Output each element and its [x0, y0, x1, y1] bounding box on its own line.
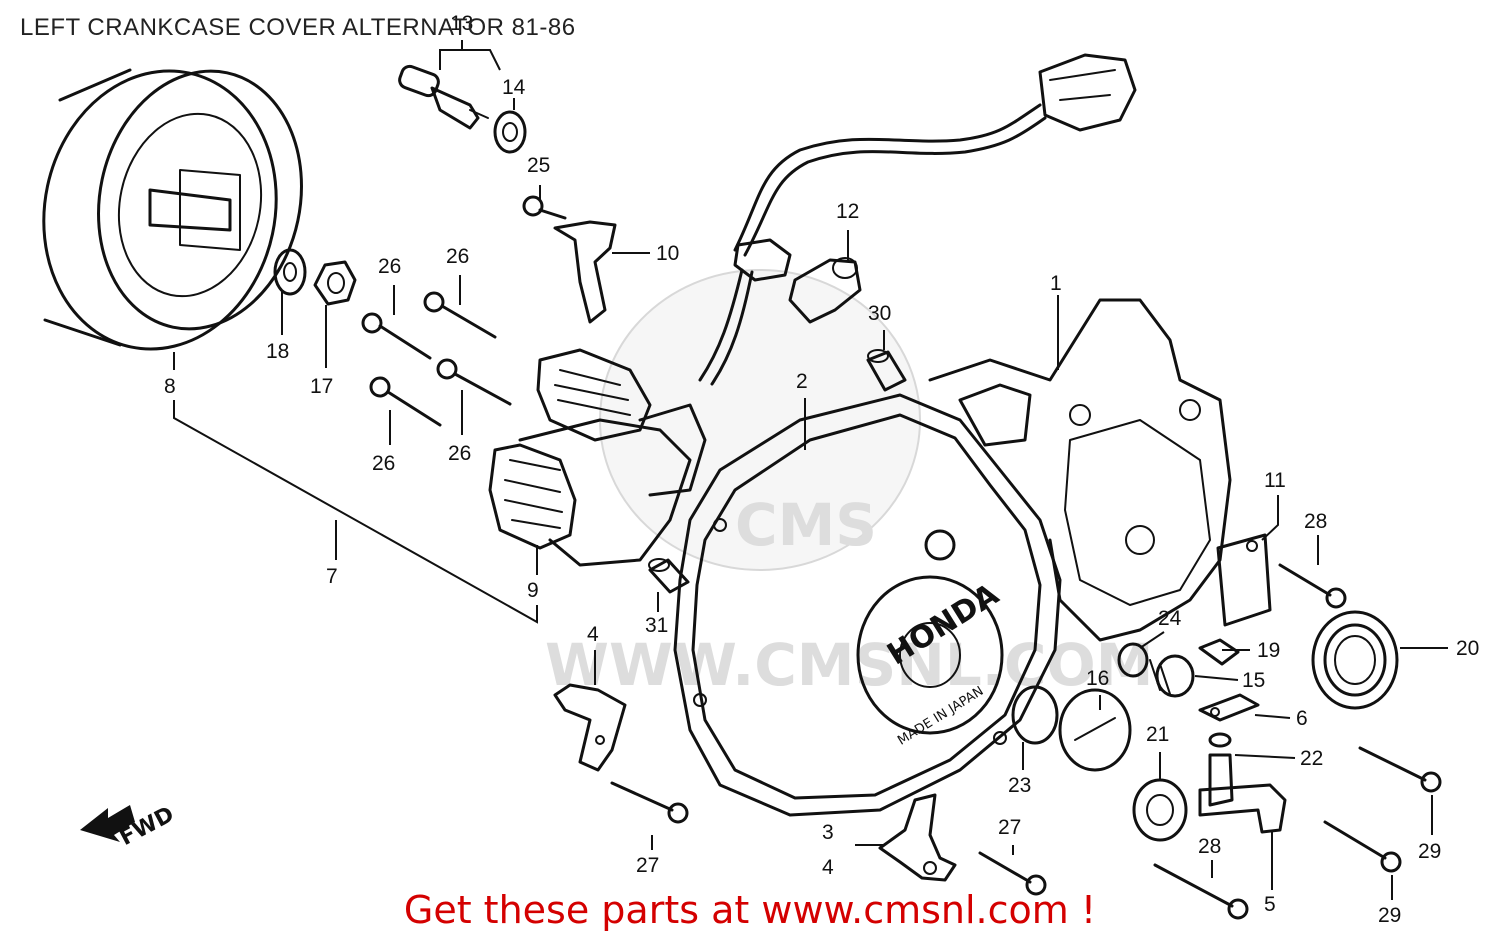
callout-7: 7: [326, 565, 338, 588]
callout-26d: 26: [448, 442, 471, 465]
dowel-pin-30: [866, 349, 907, 392]
callout-24: 24: [1158, 607, 1182, 630]
shaft-5: [1198, 753, 1287, 834]
washer: [273, 248, 307, 296]
neutral-switch: [398, 64, 489, 130]
plug-15: [1149, 654, 1195, 698]
wire-harness: [698, 53, 1137, 386]
callout-20: 20: [1456, 637, 1479, 660]
callout-4b: 4: [822, 856, 834, 879]
spring-22: [1208, 732, 1232, 748]
callout-23: 23: [1008, 774, 1031, 797]
screw-25: [522, 195, 567, 220]
o-ring-23: [1011, 685, 1059, 745]
dowel-pin-31: [648, 558, 690, 594]
fwd-arrow-icon: FWD: [80, 802, 178, 851]
callout-30: 30: [868, 302, 891, 325]
callout-27a: 27: [636, 854, 659, 877]
callout-14: 14: [502, 76, 526, 99]
callout-28b: 28: [1198, 835, 1221, 858]
wire-clamp: [553, 220, 617, 324]
oil-seal-small: [493, 110, 527, 154]
callout-26a: 26: [378, 255, 401, 278]
bearing-21: [1132, 778, 1188, 842]
callout-22: 22: [1300, 747, 1323, 770]
bolts-26: [361, 291, 512, 427]
grommet: [788, 257, 862, 324]
callout-17: 17: [310, 375, 333, 398]
callout-28a: 28: [1304, 510, 1327, 533]
leader-lines: [173, 40, 1448, 900]
callout-9: 9: [527, 579, 539, 602]
callout-21: 21: [1146, 723, 1169, 746]
gasket-plate: [1216, 533, 1272, 627]
callout-numbers: 8 7 9 18 17 13 14 25 10 12 30 1 2 26 26 …: [164, 12, 1479, 927]
callout-6: 6: [1296, 707, 1308, 730]
callout-25: 25: [527, 154, 550, 177]
oil-seal-20: [1311, 610, 1399, 710]
callout-15: 15: [1242, 669, 1265, 692]
callout-26c: 26: [372, 452, 395, 475]
callout-8: 8: [164, 375, 176, 398]
callout-19: 19: [1257, 639, 1280, 662]
callout-4a: 4: [587, 623, 599, 646]
callout-2: 2: [796, 370, 808, 393]
diagram-title: LEFT CRANKCASE COVER ALTERNATOR 81-86: [20, 14, 576, 41]
callout-26b: 26: [446, 245, 469, 268]
cta-link[interactable]: Get these parts at www.cmsnl.com !: [403, 888, 1097, 932]
watermark: CMS WWW.CMSNL.COM: [545, 269, 1153, 699]
flywheel-rotor: [42, 68, 303, 351]
callout-1: 1: [1050, 272, 1062, 295]
callout-29a: 29: [1418, 840, 1441, 863]
callout-16: 16: [1086, 667, 1109, 690]
callout-29b: 29: [1378, 904, 1401, 927]
cap-16: [1058, 688, 1132, 772]
callout-31: 31: [645, 614, 668, 637]
bolts-28: [1153, 563, 1347, 920]
callout-11: 11: [1264, 469, 1286, 492]
bracket-3: [878, 793, 957, 882]
callout-18: 18: [266, 340, 289, 363]
clip-19: [1198, 638, 1240, 666]
watermark-logo: CMS: [735, 491, 877, 559]
arm-6: [1198, 693, 1260, 722]
stator: [488, 348, 707, 567]
callout-12: 12: [836, 200, 859, 223]
callout-3: 3: [822, 821, 834, 844]
watermark-url: WWW.CMSNL.COM: [545, 631, 1153, 699]
callout-27b: 27: [998, 816, 1021, 839]
bracket-4: [553, 683, 627, 772]
callout-5: 5: [1264, 893, 1276, 916]
crankcase: [928, 298, 1232, 642]
bolts-29: [1323, 746, 1442, 873]
bolts-27: [610, 781, 1047, 896]
callout-13: 13: [450, 12, 473, 35]
callout-10: 10: [656, 242, 679, 265]
o-ring-24: [1117, 642, 1149, 678]
flange-nut: [313, 260, 357, 306]
